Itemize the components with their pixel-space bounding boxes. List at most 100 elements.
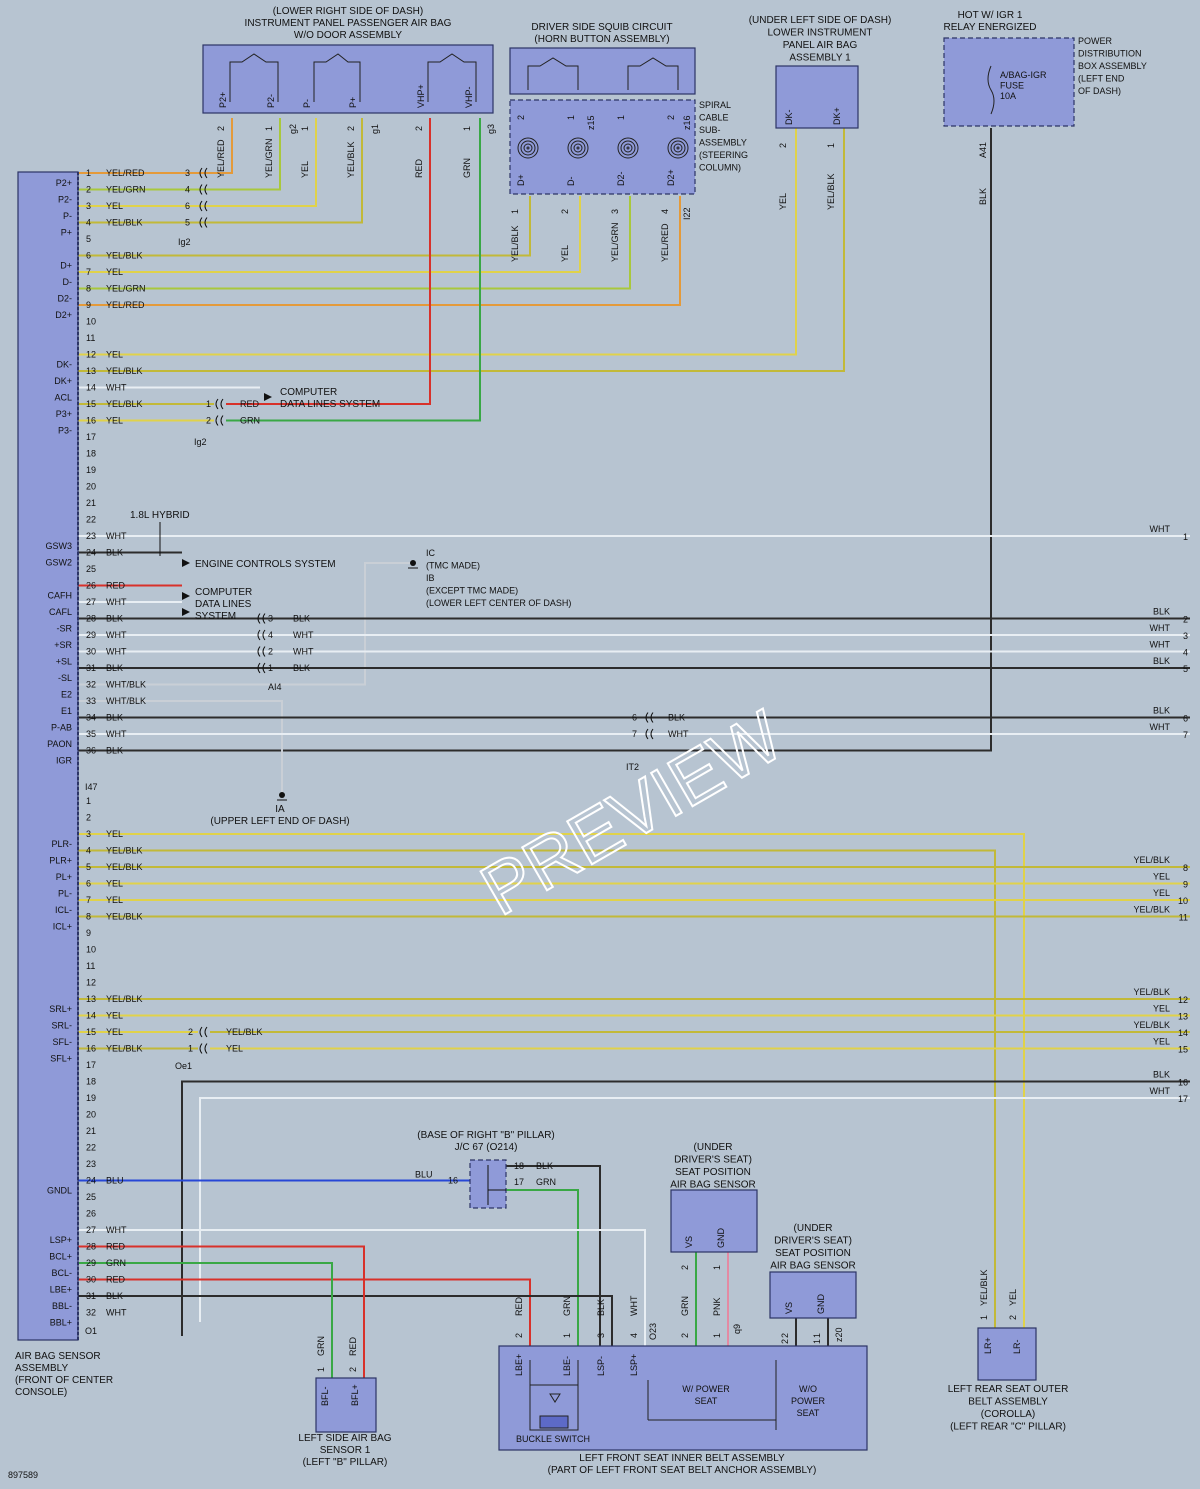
wire-color-label: BLK: [106, 663, 123, 673]
pin-number: 2: [680, 1333, 690, 1338]
pin-number: 2: [666, 115, 676, 120]
wire-color-label: YEL: [1008, 1289, 1018, 1306]
fuse-box-caption: (LEFT END: [1078, 74, 1125, 84]
ground-ic-caption: (EXCEPT TMC MADE): [426, 586, 518, 596]
sensor-pin-number: 10: [86, 945, 96, 955]
wire-color-label: BLK: [978, 188, 988, 205]
sensor-pin-number: 19: [86, 465, 96, 475]
wire-color-label: YEL/RED: [106, 168, 145, 178]
pin-number: 16: [448, 1176, 458, 1186]
wire-color-label: YEL/RED: [106, 300, 145, 310]
wire-color-label: RED: [106, 581, 126, 591]
fuse-box-caption: OF DASH): [1078, 86, 1121, 96]
wire-color-label: YEL: [226, 1044, 243, 1054]
wire-color-label: YEL/BLK: [106, 218, 143, 228]
terminal-name: D+: [516, 174, 526, 186]
pin-number: 1: [188, 1044, 193, 1054]
wire-color-label: BLK: [293, 614, 310, 624]
passenger-bag-caption: W/O DOOR ASSEMBLY: [294, 30, 402, 41]
ground-ia-icon: [279, 792, 285, 798]
wire-color-label: WHT: [106, 383, 127, 393]
rear-belt-caption: (COROLLA): [981, 1409, 1035, 1420]
hybrid-note: 1.8L HYBRID: [130, 510, 190, 521]
sensor-pin-number: 21: [86, 498, 96, 508]
sensor-pin-number: 17: [86, 432, 96, 442]
wire-color-label: BLK: [1153, 607, 1170, 617]
sensor-pin-number: 29: [86, 630, 96, 640]
sensor-pin-number: 33: [86, 696, 96, 706]
computer-data-lines-label: DATA LINES SYSTEM: [280, 399, 380, 410]
ground-ic-icon: [410, 560, 416, 566]
connector-icon: [199, 1026, 208, 1038]
off-page-reference: 11: [1179, 913, 1188, 923]
sensor-pin-number: 26: [86, 1209, 96, 1219]
spiral-cable-caption: SPIRAL: [699, 100, 731, 110]
fuse-caption: HOT W/ IGR 1: [958, 10, 1023, 21]
wire-p-minus: [78, 118, 317, 207]
wire-color-label: GRN: [316, 1336, 326, 1356]
pin-number: 2: [188, 1027, 193, 1037]
wire-vhp-minus: [226, 118, 481, 422]
pin-number: 2: [206, 416, 211, 426]
wire-igr: [78, 128, 992, 752]
wire-color-label: YEL/GRN: [106, 284, 146, 294]
connector-icon: [257, 646, 266, 657]
wire-color-label: YEL/BLK: [1133, 1020, 1170, 1030]
wire-color-label: YEL: [1153, 888, 1170, 898]
wire-color-label: WHT: [668, 729, 689, 739]
wire-color-label: GRN: [562, 1296, 572, 1316]
wire-color-label: WHT: [293, 630, 314, 640]
computer-data-lines-label: DATA LINES: [195, 599, 252, 610]
sensor-pin-number: 13: [86, 366, 96, 376]
wire-color-label: WHT: [293, 647, 314, 657]
wire-driver-squib: [78, 196, 581, 273]
sensor-pin-number: 2: [86, 813, 91, 823]
knee-bag-caption: (UNDER LEFT SIDE OF DASH): [749, 15, 892, 26]
sensor-terminal-name: BBL-: [52, 1301, 72, 1311]
sensor-terminal-name: -SL: [58, 673, 72, 683]
wire-color-label: RED: [514, 1296, 524, 1316]
terminal-name: BFL-: [320, 1386, 330, 1406]
wire-color-label: GRN: [536, 1177, 556, 1187]
sensor-pin-number: 31: [86, 1291, 96, 1301]
sensor-pin-number: 30: [86, 647, 96, 657]
connector-icon: [199, 184, 208, 195]
sensor-pin-number: 11: [86, 333, 95, 343]
sensor-terminal-name: P-AB: [51, 723, 72, 733]
knee-bag-caption: LOWER INSTRUMENT: [768, 28, 873, 39]
sensor-pin-number: 25: [86, 564, 96, 574]
connector-icon: [199, 217, 208, 228]
seat-sensor2-caption: AIR BAG SENSOR: [770, 1261, 856, 1272]
pin-number: 17: [514, 1177, 524, 1187]
wire-color-label: YEL: [106, 829, 123, 839]
wire-color-label: BLU: [415, 1170, 433, 1180]
sensor-pin-number: 27: [86, 597, 96, 607]
pin-number: A41: [978, 142, 988, 158]
wire-bcl-plus: [78, 1245, 365, 1378]
wire-color-label: WHT: [106, 1308, 127, 1318]
wire-color-label: RED: [240, 399, 260, 409]
spiral-coil-icon: [567, 137, 589, 159]
wire-jc-grn: [506, 1189, 579, 1346]
sensor-pin-number: 7: [86, 895, 91, 905]
wire-color-label: BLK: [1153, 706, 1170, 716]
pin-number: 2: [268, 647, 273, 657]
wire-color-label: YEL: [106, 895, 123, 905]
connector-id: I47: [85, 782, 98, 792]
wire-color-label: GRN: [462, 158, 472, 178]
sensor-pin-number: 5: [86, 234, 91, 244]
off-page-reference: 5: [1183, 664, 1188, 674]
figure-id: 897589: [8, 1470, 38, 1480]
wire-color-label: YEL/BLK: [106, 366, 143, 376]
wire-color-label: BLK: [106, 713, 123, 723]
pin-number: 3: [596, 1333, 606, 1338]
sensor-pin-number: 21: [86, 1126, 96, 1136]
wire-color-label: YEL: [106, 1027, 123, 1037]
sensor-pin-number: 36: [86, 746, 96, 756]
wire-color-label: BLK: [106, 746, 123, 756]
connector-icon: [645, 712, 654, 723]
sensor-terminal-name: P2-: [58, 195, 72, 205]
connector-icon: [199, 167, 208, 179]
sensor-pin-number: 16: [86, 1044, 96, 1054]
wire-color-label: YEL/BLK: [346, 141, 356, 178]
